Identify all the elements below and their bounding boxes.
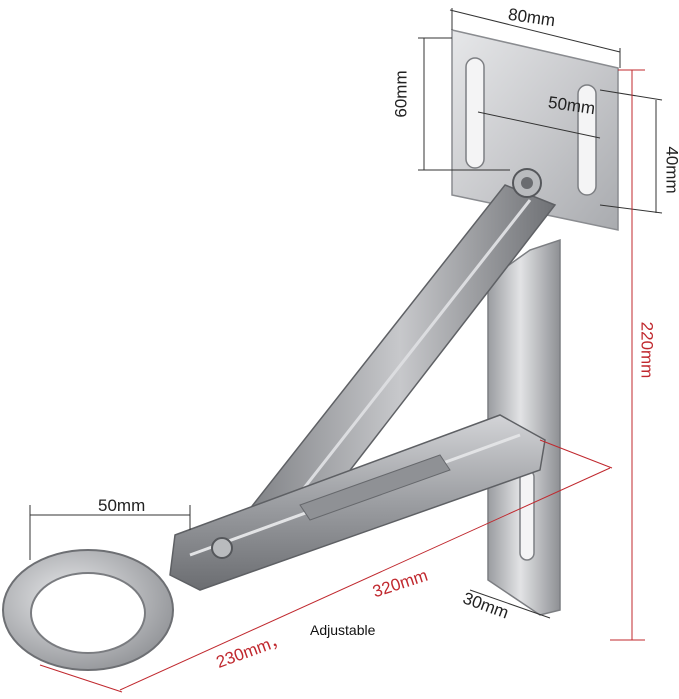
mounting-ring <box>2 549 174 671</box>
dim-label-ring-diameter: 50mm <box>98 496 146 515</box>
dim-label-total-height: 220mm <box>637 321 657 379</box>
dimension-lines-black <box>29 8 663 619</box>
vertical-bracket-slot <box>519 469 535 561</box>
horizontal-arm <box>169 414 546 591</box>
dim-label-slot-height: 40mm <box>662 146 679 194</box>
adjustable-note: Adjustable <box>310 622 376 638</box>
top-mounting-plate <box>451 29 619 231</box>
top-plate-slot-right <box>577 84 597 196</box>
dimension-lines-red <box>39 69 645 693</box>
dim-label-top-height: 60mm <box>391 70 411 118</box>
bolt-arm <box>211 537 233 559</box>
bolt-top <box>512 168 542 198</box>
